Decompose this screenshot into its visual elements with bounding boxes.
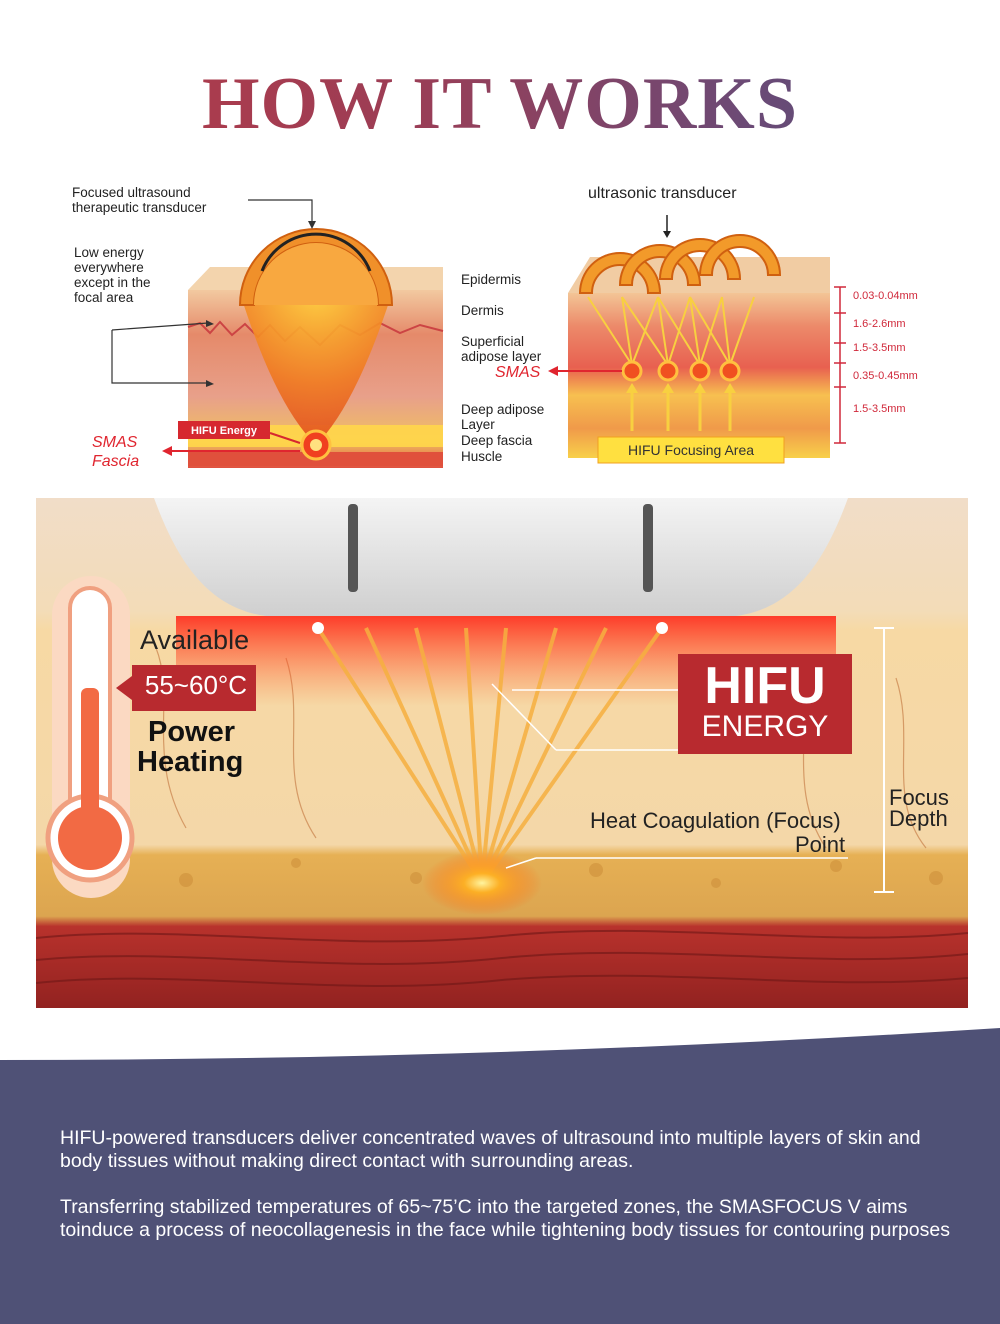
temperature-box (132, 665, 256, 711)
main-hifu-illustration (36, 498, 968, 1008)
right-smas-label: SMAS (495, 364, 541, 381)
available-label: Available (140, 625, 250, 655)
hifu-label: HIFU (704, 657, 826, 715)
page-title: HOW IT WORKS (0, 62, 1000, 147)
right-focusing-area-box (597, 436, 785, 464)
right-up-arrows (626, 383, 736, 431)
depth-label: Depth (889, 806, 948, 831)
right-transducer-label: ultrasonic transducer (588, 185, 737, 202)
low-energy-label: Low energy everywhere except in the foca… (74, 245, 151, 305)
temperature-label: 55~60°C (144, 670, 248, 700)
ultrasound-beams (316, 626, 664, 885)
description-paragraph-2: Transferring stabilized temperatures of … (60, 1196, 950, 1241)
heat-coagulation-label: Heat Coagulation (Focus) (590, 808, 841, 833)
layer-label-deep-fascia: Deep fascia (461, 433, 533, 448)
muscle-striations (36, 929, 968, 987)
left-focus-cone (240, 293, 392, 445)
hifu-energy-box (678, 654, 852, 754)
left-hifu-tag: HIFU Energy (191, 425, 258, 437)
right-focal-points (621, 360, 741, 382)
left-transducer-label: Focused ultrasound therapeutic transduce… (72, 185, 207, 215)
depth-label-3: 1.5-3.5mm (853, 342, 906, 354)
depth-label-1: 0.03-0.04mm (853, 290, 918, 302)
left-transducer-inner (254, 243, 378, 305)
description-paragraph-1: HIFU-powered transducers deliver concent… (60, 1127, 921, 1172)
right-depth-scale (834, 286, 846, 444)
left-hifu-tag-box (178, 421, 270, 439)
depth-label-5: 1.5-3.5mm (853, 403, 906, 415)
layer-label-deep-adipose: Deep adipose Layer (461, 402, 545, 432)
layer-label-superficial-adipose: Superficial adipose layer (461, 334, 542, 364)
left-fascia-label: Fascia (92, 453, 140, 470)
left-hifu-diagram: HIFU Energy (111, 199, 444, 468)
focus-label: Focus (889, 785, 949, 810)
right-transducer-domes (578, 234, 782, 294)
bottom-banner (0, 1028, 1000, 1324)
heating-label: Heating (137, 746, 244, 778)
layer-label-dermis: Dermis (461, 303, 504, 318)
depth-label-4: 0.35-0.45mm (853, 370, 918, 382)
hifu-device (154, 498, 848, 616)
layer-label-epidermis: Epidermis (461, 272, 522, 287)
focus-glow (422, 851, 542, 915)
focus-point-label: Point (795, 832, 846, 857)
left-smas-label: SMAS (92, 434, 138, 451)
right-focusing-area-label: HIFU Focusing Area (628, 442, 754, 458)
depth-label-2: 1.6-2.6mm (853, 318, 906, 330)
focus-depth-bar (874, 627, 894, 893)
device-slot-left (348, 504, 358, 592)
thermometer-icon (45, 576, 135, 898)
right-hifu-diagram: HIFU Focusing Area (548, 215, 846, 464)
right-focus-beams (587, 296, 755, 366)
energy-label: ENERGY (701, 710, 829, 743)
power-label: Power (148, 716, 236, 748)
device-slot-right (643, 504, 653, 592)
layer-label-muscle: Huscle (461, 449, 503, 464)
